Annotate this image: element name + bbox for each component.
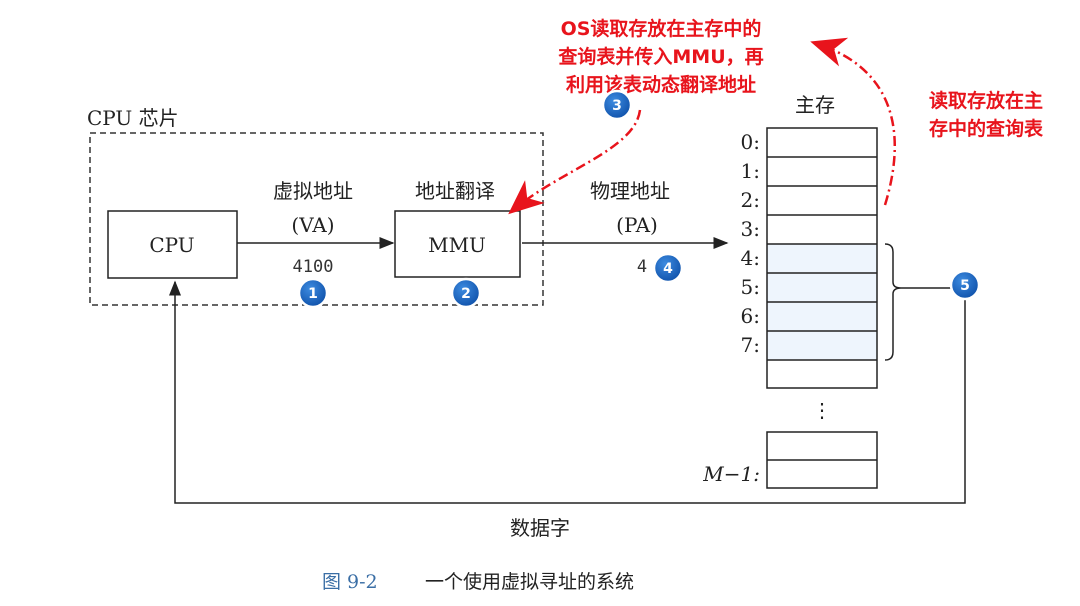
pa-value: 4: [637, 257, 647, 277]
memory-row-label: 3:: [741, 217, 760, 241]
cpu-chip-label: CPU 芯片: [87, 106, 179, 130]
mmu-label: MMU: [428, 233, 486, 257]
figure-number: 图 9-2: [322, 571, 378, 593]
memory-array: [766, 127, 878, 489]
os-note-line: 利用该表动态翻译地址: [566, 73, 756, 96]
os-note-arrow: [508, 109, 642, 215]
va-title: 虚拟地址: [273, 179, 353, 203]
step-badge-1: 1: [297, 277, 329, 309]
read-table-arrow: [810, 37, 896, 206]
svg-text:2: 2: [461, 286, 471, 302]
step-badge-3: 3: [601, 89, 633, 121]
page-brace: [884, 243, 902, 361]
pa-abbr: (PA): [616, 213, 658, 237]
va-value: 4100: [293, 257, 334, 277]
step-badge-4: 4: [652, 252, 684, 284]
data-word-label: 数据字: [510, 516, 570, 540]
cpu-box: [107, 210, 238, 279]
memory-row-label: 4:: [741, 246, 760, 270]
memory-row-label: 5:: [741, 275, 760, 299]
pa-title: 物理地址: [590, 179, 670, 203]
memory-row-label: 1:: [741, 159, 760, 183]
memory-last-label: M−1:: [702, 462, 760, 486]
read-note-line: 读取存放在主: [929, 89, 1043, 112]
memory-row-label: 6:: [741, 304, 760, 328]
os-note-line: 查询表并传入MMU，再: [557, 45, 763, 68]
svg-text:5: 5: [960, 278, 970, 294]
os-note-line: OS读取存放在主存中的: [561, 17, 762, 40]
cpu-label: CPU: [149, 233, 194, 257]
data-word-path: [169, 280, 966, 504]
step-badge-2: 2: [450, 277, 482, 309]
svg-text:4: 4: [663, 261, 673, 277]
memory-row-label: 2:: [741, 188, 760, 212]
translate-label: 地址翻译: [415, 179, 495, 203]
memory-row-label: 7:: [741, 333, 760, 357]
svg-text:3: 3: [612, 98, 622, 114]
memory-title: 主存: [795, 93, 835, 117]
memory-row-label: 0:: [741, 130, 760, 154]
mmu-box: [394, 210, 521, 278]
va-abbr: (VA): [291, 213, 334, 237]
svg-text:1: 1: [308, 286, 318, 302]
figure-caption: 一个使用虚拟寻址的系统: [425, 571, 634, 593]
step-badge-5: 5: [949, 269, 981, 301]
memory-ellipsis: ⋮: [812, 398, 832, 422]
read-note-line: 存中的查询表: [929, 117, 1044, 140]
